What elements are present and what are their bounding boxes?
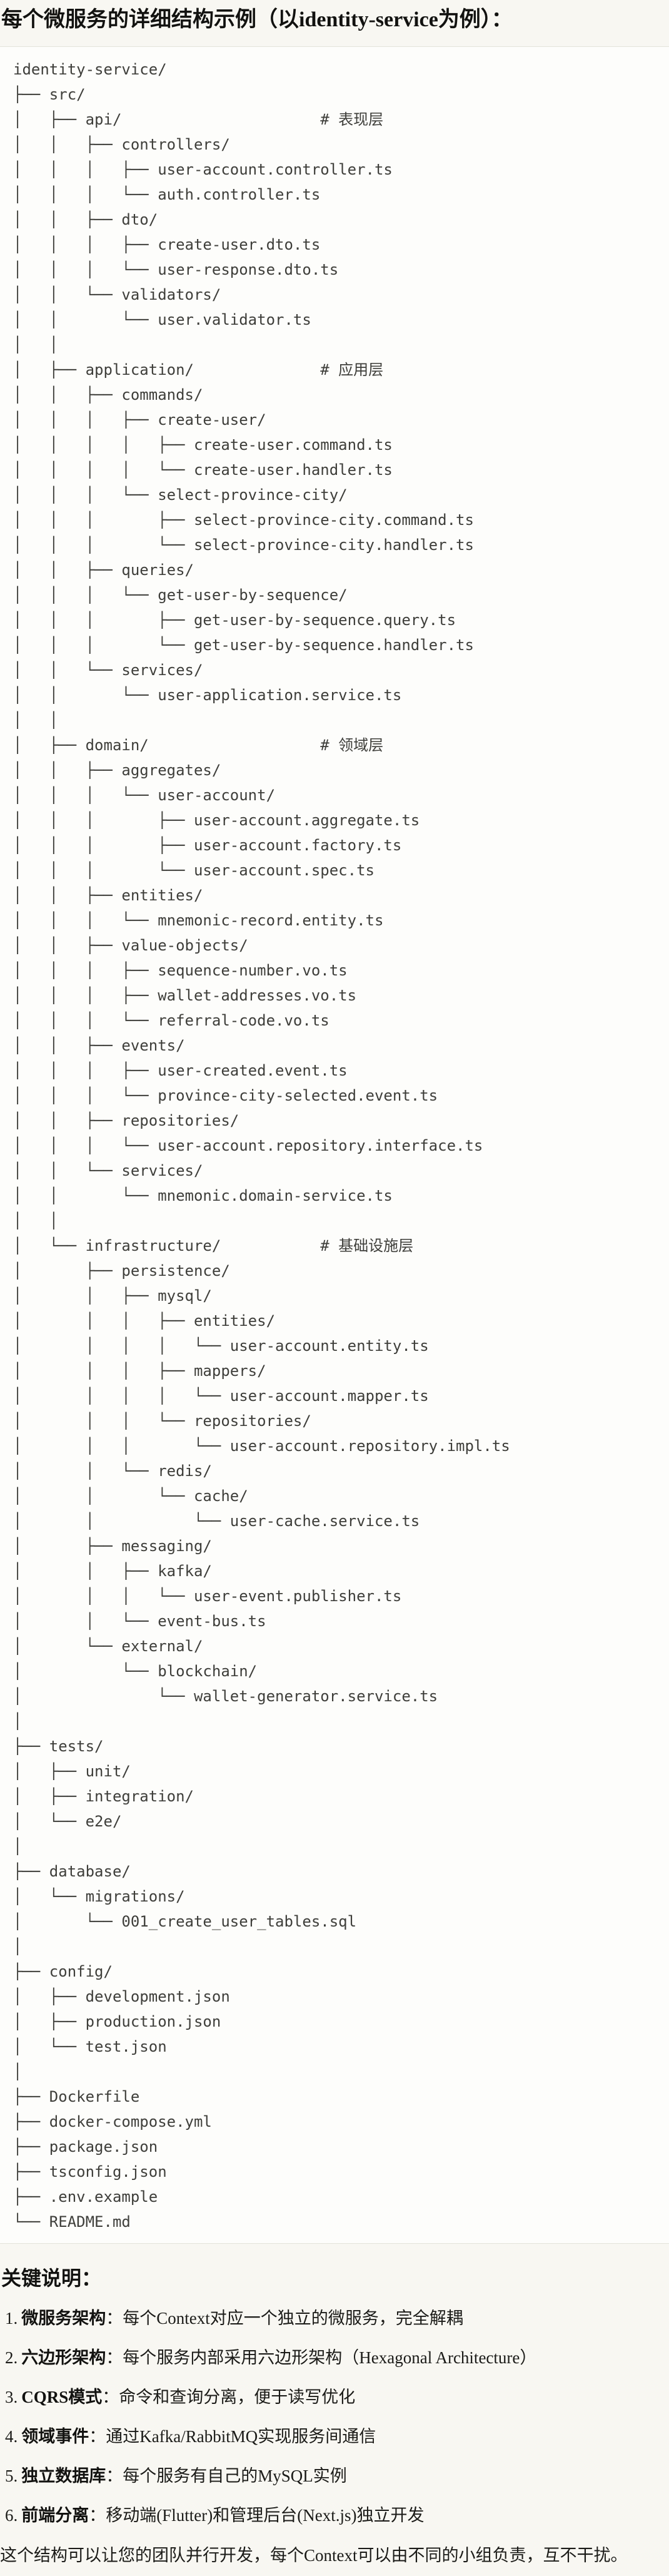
list-item-text: ：每个Context对应一个独立的微服务，完全解耦 — [106, 2309, 463, 2328]
directory-tree-code-block: identity-service/ ├── src/ │ ├── api/ # … — [0, 46, 669, 2244]
list-item-text: ：命令和查询分离，便于读写优化 — [102, 2388, 356, 2406]
list-item-number: 4. — [5, 2427, 18, 2446]
list-item-number: 2. — [5, 2348, 18, 2367]
list-item-label: 微服务架构 — [21, 2309, 106, 2328]
list-item-label: 独立数据库 — [21, 2467, 106, 2485]
key-notes-heading: 关键说明： — [1, 2267, 102, 2289]
list-item: 5.独立数据库：每个服务有自己的MySQL实例 — [5, 2463, 669, 2488]
list-item-text: ：每个服务内部采用六边形架构（Hexagonal Architecture） — [106, 2348, 537, 2367]
list-item-number: 6. — [5, 2506, 18, 2525]
list-item-label: 六边形架构 — [21, 2348, 106, 2367]
closing-paragraph: 这个结构可以让您的团队并行开发，每个Context可以由不同的小组负责，互不干扰… — [0, 2546, 628, 2565]
list-item-number: 5. — [5, 2467, 18, 2485]
list-item-number: 1. — [5, 2309, 18, 2328]
page-title: 每个微服务的详细结构示例（以identity-service为例）： — [1, 8, 513, 31]
list-item: 2.六边形架构：每个服务内部采用六边形架构（Hexagonal Architec… — [5, 2345, 669, 2370]
list-item-text: ：通过Kafka/RabbitMQ实现服务间通信 — [89, 2427, 376, 2446]
list-item: 1.微服务架构：每个Context对应一个独立的微服务，完全解耦 — [5, 2306, 669, 2331]
list-item-label: 领域事件 — [21, 2427, 89, 2446]
list-item: 3.CQRS模式：命令和查询分离，便于读写优化 — [5, 2385, 669, 2410]
list-item-label: 前端分离 — [21, 2506, 89, 2525]
list-item: 6.前端分离：移动端(Flutter)和管理后台(Next.js)独立开发 — [5, 2503, 669, 2528]
list-item-text: ：每个服务有自己的MySQL实例 — [106, 2467, 347, 2485]
list-item-label: CQRS模式 — [21, 2388, 103, 2406]
list-item: 4.领域事件：通过Kafka/RabbitMQ实现服务间通信 — [5, 2424, 669, 2449]
list-item-number: 3. — [5, 2388, 18, 2406]
list-item-text: ：移动端(Flutter)和管理后台(Next.js)独立开发 — [89, 2506, 425, 2525]
